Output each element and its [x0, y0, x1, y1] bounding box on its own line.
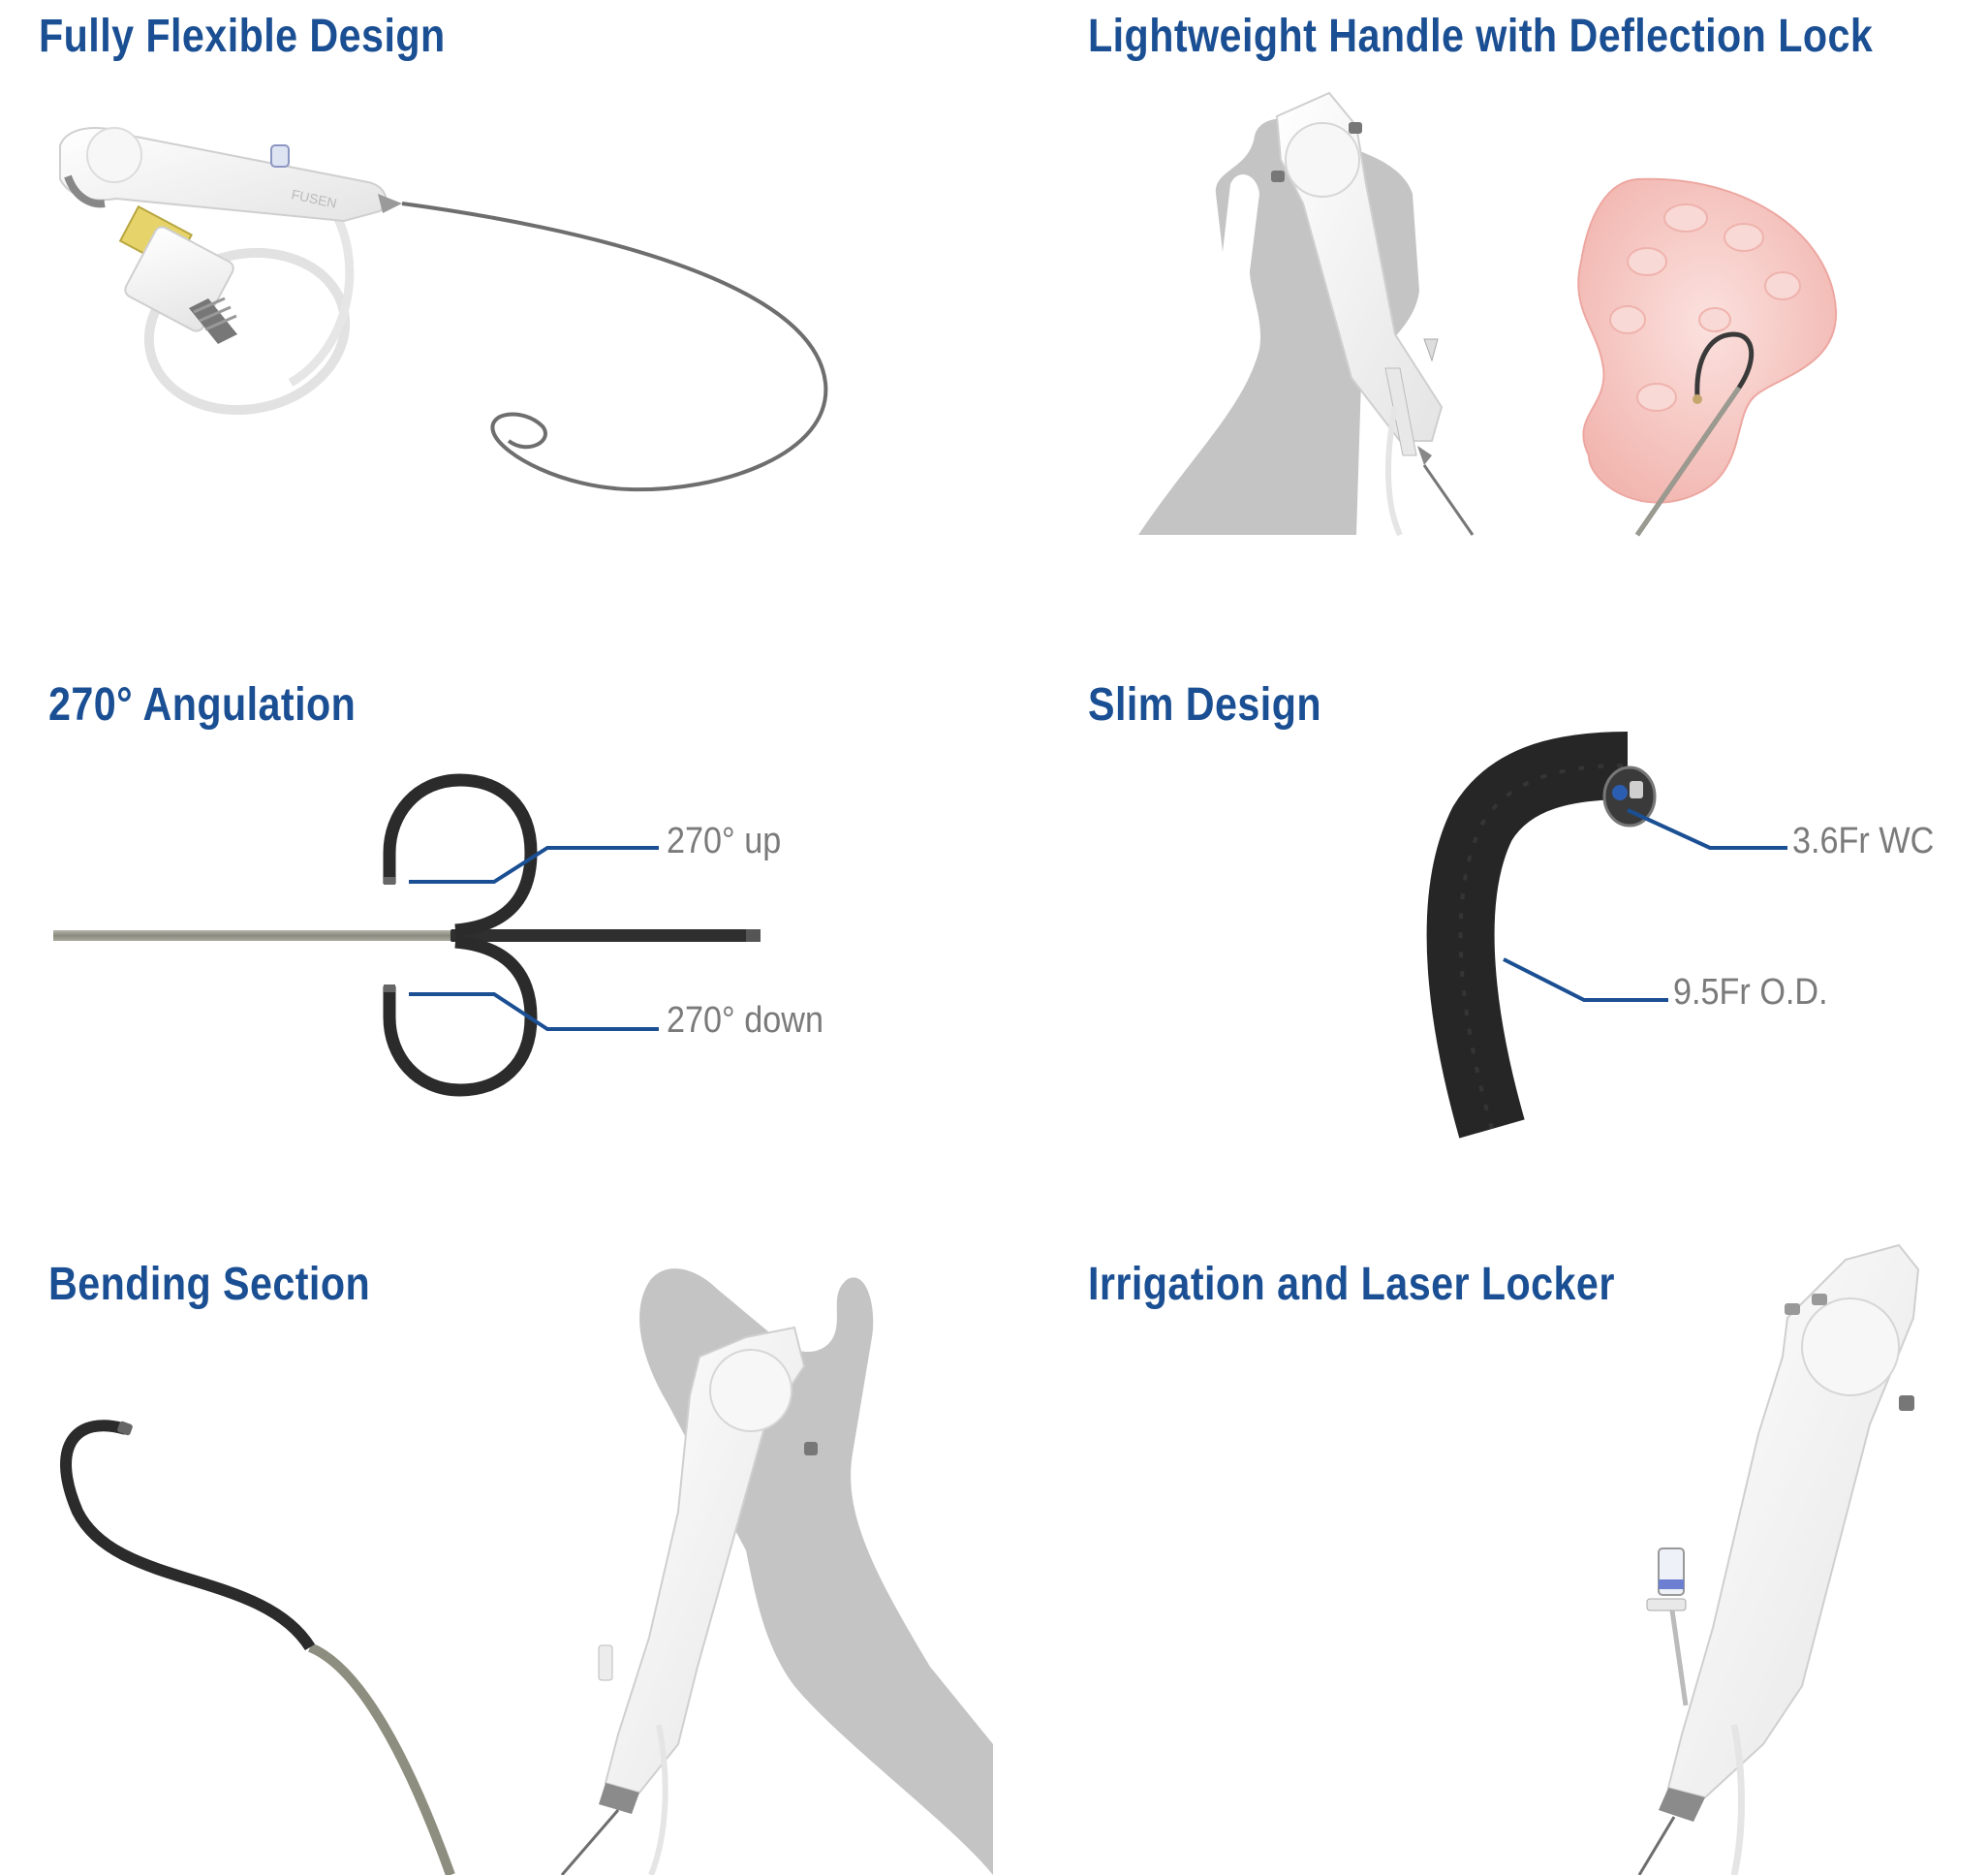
- deflection-diagram-icon: [53, 773, 761, 1097]
- handle-with-irrigation-port-icon: [1637, 1243, 1920, 1875]
- section-title-lightweight-handle: Lightweight Handle with Deflection Lock: [1088, 11, 1874, 62]
- callout-9-5fr-od: 9.5Fr O.D.: [1673, 972, 1828, 1013]
- bending-section-and-hand-icon: [60, 1268, 993, 1875]
- section-title-slim-design: Slim Design: [1088, 679, 1322, 731]
- hand-holding-handle-and-kidney-icon: [1138, 91, 1838, 537]
- section-title-bending-section: Bending Section: [48, 1259, 371, 1310]
- section-title-irrigation-and-laser-locker: Irrigation and Laser Locker: [1088, 1259, 1615, 1310]
- section-title-270-angulation: 270° Angulation: [48, 679, 357, 731]
- callout-270-down: 270° down: [667, 1000, 823, 1041]
- callout-270-up: 270° up: [667, 821, 782, 861]
- section-title-fully-flexible-design: Fully Flexible Design: [39, 11, 446, 62]
- callout-3-6fr-wc: 3.6Fr WC: [1792, 821, 1935, 861]
- scope-tip-closeup-icon: [1426, 732, 1787, 1139]
- ureteroscope-with-cable-icon: FUSEN: [59, 127, 828, 492]
